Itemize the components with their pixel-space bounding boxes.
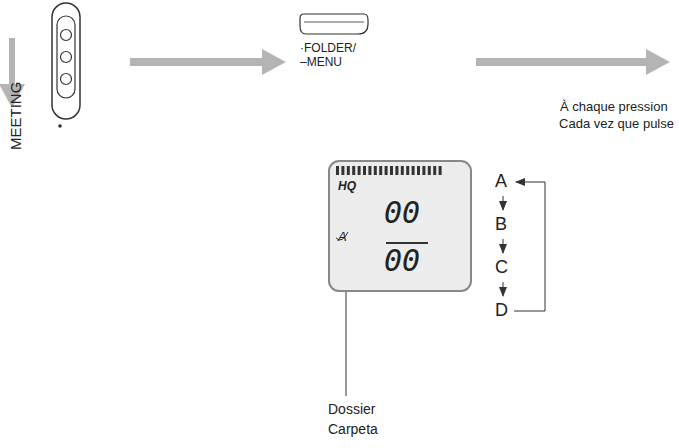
- menu-button: ·FOLDER/ –MENU: [298, 14, 370, 72]
- lcd-display: HQ A 00 00: [328, 160, 472, 292]
- flow-arrow: [130, 58, 264, 66]
- slide-switch-shape: [50, 2, 82, 124]
- folder-letter: D: [495, 301, 508, 319]
- folder-letter: B: [495, 215, 507, 233]
- switch-label: MEETING: [8, 82, 23, 150]
- flow-arrow: [476, 58, 648, 66]
- callout-label: Carpeta: [328, 422, 378, 436]
- sequence-arrows: [503, 182, 545, 311]
- folder-letter: C: [495, 258, 508, 276]
- quality-indicator: HQ: [338, 180, 356, 192]
- callout-label: Dossier: [328, 402, 375, 416]
- slide-arrow: [9, 38, 15, 86]
- caption-note: À chaque pression: [560, 100, 668, 113]
- folder-indicator: A: [338, 230, 347, 243]
- folder-letter: A: [495, 172, 507, 190]
- button-label: ·FOLDER/: [300, 42, 356, 54]
- file-total: 00: [384, 246, 420, 276]
- button-label: –MENU: [300, 56, 342, 68]
- file-number: 00: [384, 198, 420, 228]
- slide-switch: MEETING: [50, 2, 82, 124]
- caption-note: Cada vez que pulse: [559, 117, 674, 130]
